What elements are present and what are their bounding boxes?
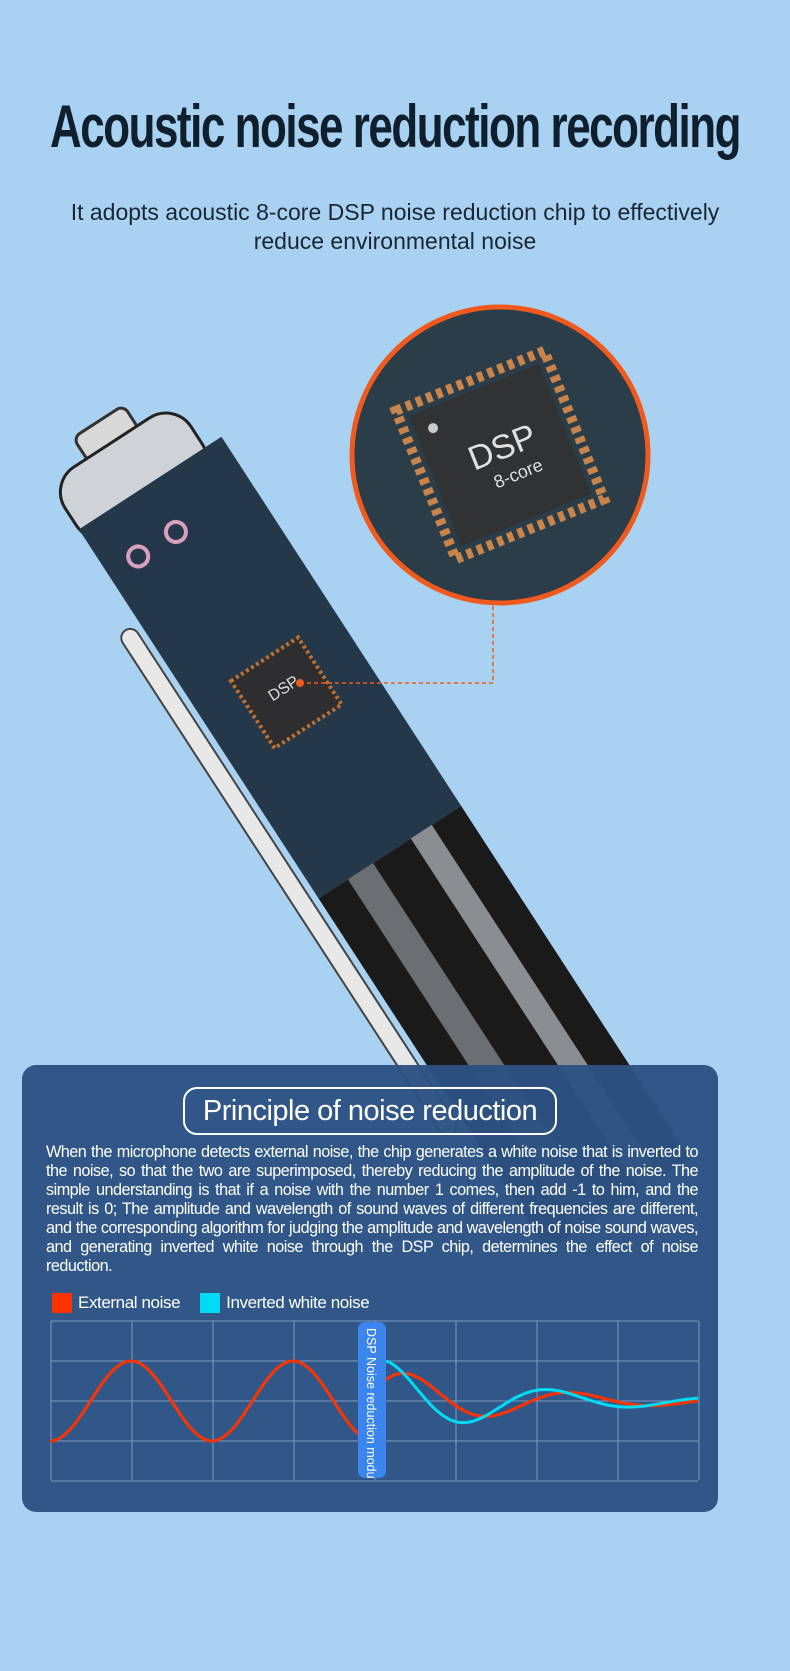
legend: External noise Inverted white noise (52, 1293, 389, 1313)
legend-swatch (200, 1293, 221, 1313)
legend-swatch (52, 1293, 72, 1313)
page-subtitle: It adopts acoustic 8-core DSP noise redu… (70, 199, 720, 254)
legend-inverted-noise: Inverted white noise (200, 1293, 370, 1313)
inverted-noise-wave (385, 1359, 699, 1425)
principle-panel: Principle of noise reduction When the mi… (22, 1065, 718, 1512)
legend-label: External noise (78, 1293, 181, 1312)
principle-body: When the microphone detects external noi… (46, 1143, 699, 1275)
principle-title: Principle of noise reduction (183, 1087, 557, 1135)
dsp-module-label: DSP Noise reduction module (358, 1322, 386, 1478)
legend-label: Inverted white noise (226, 1293, 370, 1312)
page-title: Acoustic noise reduction recording (49, 93, 742, 160)
legend-external-noise: External noise (52, 1293, 181, 1313)
